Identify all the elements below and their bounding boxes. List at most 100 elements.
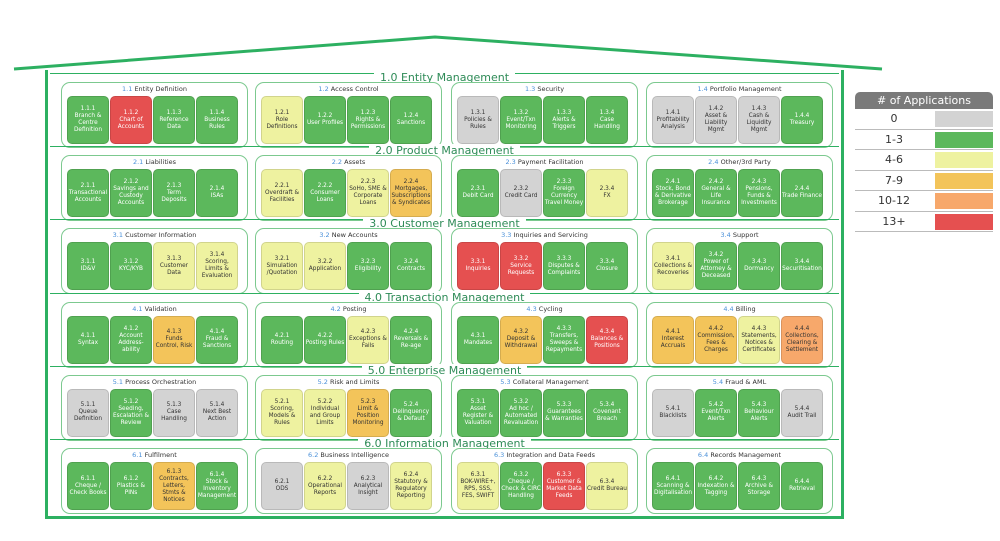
capability-number: 6.2.1 — [274, 479, 290, 485]
capability-number: 2.4.2 — [708, 179, 724, 186]
layer-title-text: 1.0 Entity Management — [373, 71, 516, 84]
capability-number: 4.1.1 — [80, 332, 96, 339]
